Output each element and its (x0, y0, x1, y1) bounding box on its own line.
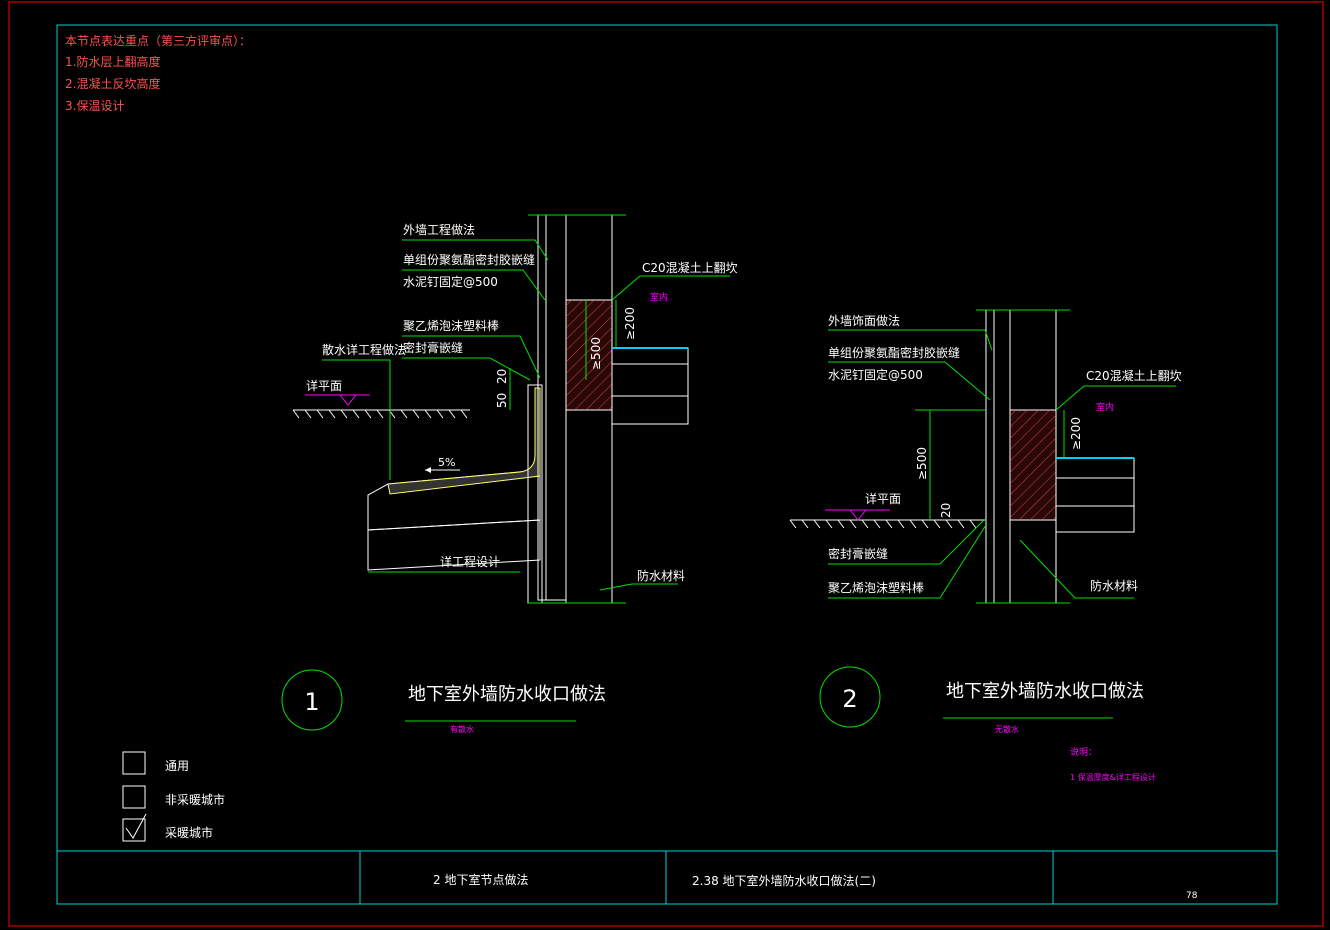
explain-item: 1 保温厚度&详工程设计 (1070, 772, 1156, 782)
detail-title-1: 地下室外墙防水收口做法 (408, 684, 606, 705)
label-nail-2: 水泥钉固定@500 (828, 367, 923, 382)
slab-insulation-2 (1055, 505, 1135, 533)
detail-number-1: 1 (304, 688, 319, 716)
earth-1 (367, 519, 541, 571)
title-block: 2 地下室节点做法 2.38 地下室外墙防水收口做法(二) 78 (57, 850, 1277, 904)
dim-500-1: ≥500 (589, 337, 603, 370)
label-seal-paste-1: 密封膏嵌缝 (403, 340, 463, 355)
dim-200-1: ≥200 (623, 307, 637, 340)
title-block-section: 2 地下室节点做法 (433, 872, 528, 887)
detail-number-circle-2 (819, 666, 881, 728)
dim-200-2: ≥200 (1069, 417, 1083, 450)
detail-number-2: 2 (842, 685, 857, 713)
detail-2: 外墙饰面做法 单组份聚氨酯密封胶嵌缝 水泥钉固定@500 C20混凝土上翻坎 室… (789, 309, 1182, 734)
notes-item-3: 3.保温设计 (65, 99, 124, 113)
label-wall-finish-2: 外墙饰面做法 (828, 313, 900, 328)
title-block-drawing: 2.38 地下室外墙防水收口做法(二) (692, 873, 876, 888)
legend-label-non-heating: 非采暖城市 (165, 792, 225, 807)
notes-item-2: 2.混凝土反坎高度 (65, 76, 160, 91)
apron-slab-1 (387, 387, 541, 495)
detail-number-circle-1 (281, 669, 343, 731)
drawing-frame (56, 24, 1278, 905)
label-see-design-1: 详工程设计 (440, 554, 500, 569)
detail-subtitle-2: 无散水 (995, 724, 1019, 734)
legend-label-heating: 采暖城市 (165, 825, 213, 840)
label-c20-1: C20混凝土上翻坎 (642, 260, 738, 275)
detail-title-2: 地下室外墙防水收口做法 (946, 681, 1144, 702)
dim-500-2: ≥500 (915, 447, 929, 480)
label-pe-rod-1: 聚乙烯泡沫塑料棒 (403, 318, 499, 333)
label-nail-1: 水泥钉固定@500 (403, 274, 498, 289)
label-indoor-2: 室内 (1096, 401, 1114, 413)
insulation-2 (985, 309, 995, 604)
dim-20-2: 20 (939, 503, 953, 518)
notes-title: 本节点表达重点（第三方评审点）： (65, 33, 251, 48)
finish-layer-2 (993, 309, 1011, 604)
review-notes: 本节点表达重点（第三方评审点）： 1.防水层上翻高度 2.混凝土反坎高度 3.保… (65, 33, 251, 113)
label-sealant-1: 单组份聚氨酯密封胶嵌缝 (403, 252, 535, 267)
slab-insulation-1 (611, 395, 689, 425)
label-wall-finish-1: 外墙工程做法 (403, 222, 475, 237)
label-sealant-2: 单组份聚氨酯密封胶嵌缝 (828, 345, 960, 360)
label-slope-1: 5% (438, 456, 455, 469)
label-waterproof-2: 防水材料 (1090, 578, 1138, 593)
label-see-plan-2: 详平面 (865, 491, 901, 506)
legend-label-general: 通用 (165, 759, 189, 773)
notes-item-1: 1.防水层上翻高度 (65, 54, 160, 69)
checkbox-heating[interactable] (122, 818, 146, 842)
dim-50-1: 50 (495, 393, 509, 408)
label-c20-2: C20混凝土上翻坎 (1086, 368, 1182, 383)
slab-2 (1055, 477, 1135, 507)
slab-finish-2 (1055, 457, 1135, 479)
label-waterproof-1: 防水材料 (637, 568, 685, 583)
slab-finish-1 (611, 347, 689, 365)
label-pe-rod-2: 聚乙烯泡沫塑料棒 (828, 580, 924, 595)
applicability-legend: 通用 非采暖城市 采暖城市 (122, 751, 225, 842)
page-number: 78 (1186, 891, 1198, 901)
finish-layer-1 (545, 214, 567, 601)
label-seal-paste-2: 密封膏嵌缝 (828, 546, 888, 561)
label-apron-1: 散水详工程做法 (322, 342, 406, 357)
label-see-plan-1: 详平面 (306, 378, 342, 393)
label-indoor-1: 室内 (650, 291, 668, 303)
detail-subtitle-1: 有散水 (450, 724, 474, 734)
checkbox-general[interactable] (122, 751, 146, 775)
outer-border (8, 1, 1324, 927)
slab-1 (611, 363, 689, 397)
detail-1: 外墙工程做法 单组份聚氨酯密封胶嵌缝 水泥钉固定@500 C20混凝土上翻坎 室… (281, 214, 738, 734)
checkbox-non-heating[interactable] (122, 785, 146, 809)
check-mark-icon (125, 813, 147, 839)
explain-title: 说明： (1070, 746, 1097, 758)
dim-20-1: 20 (495, 369, 509, 384)
